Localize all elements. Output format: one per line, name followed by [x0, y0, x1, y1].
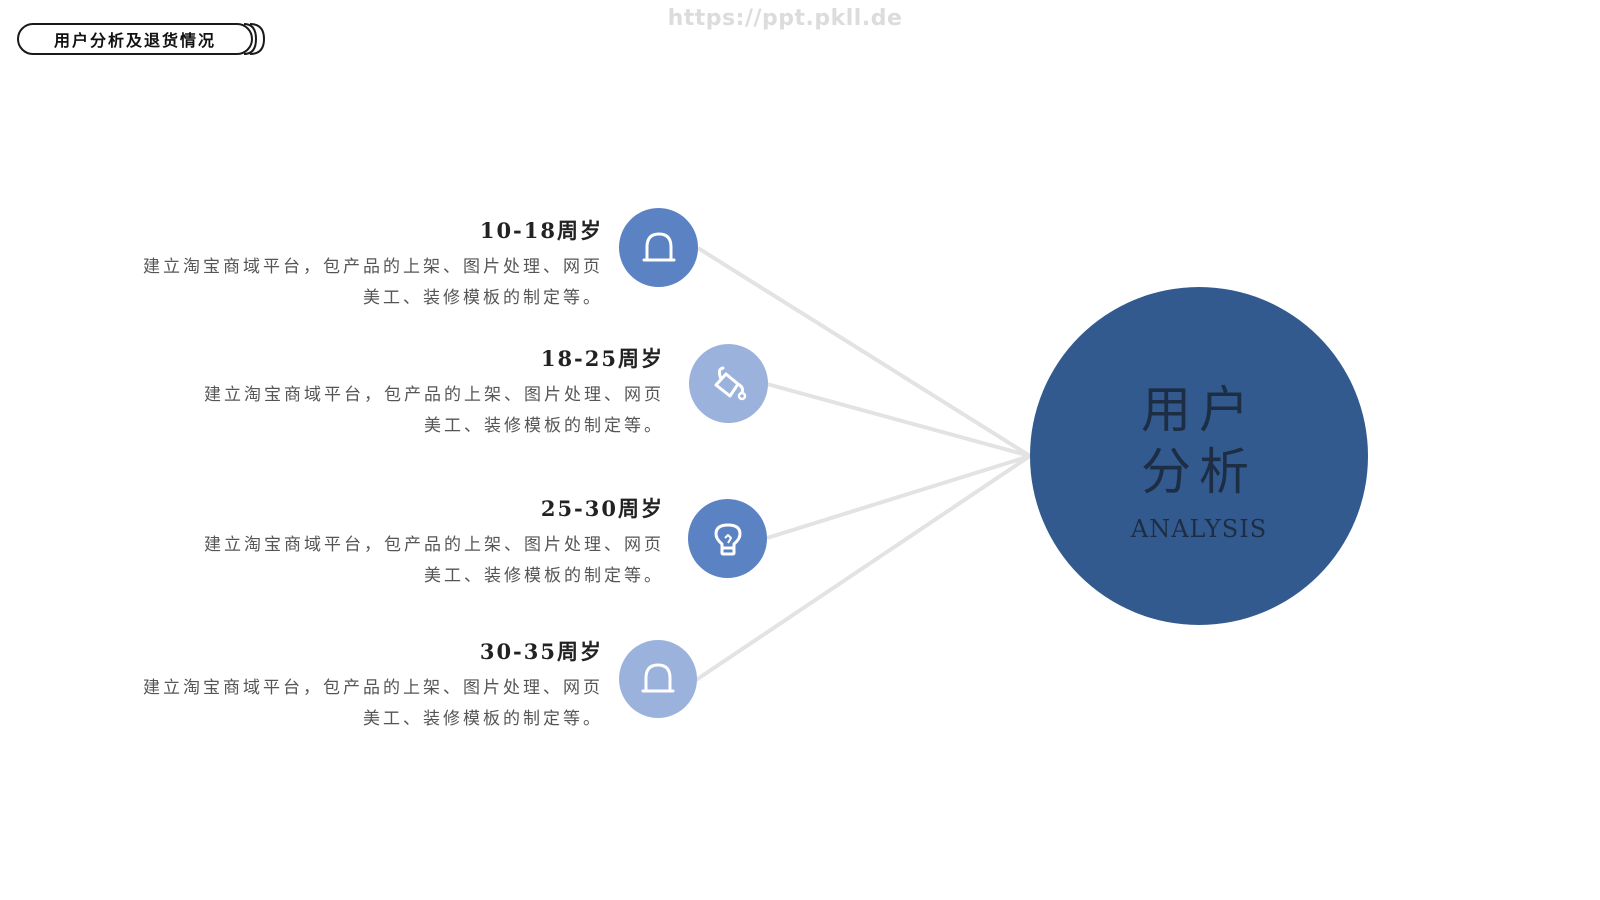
description-line: 美工、装修模板的制定等。 — [424, 566, 664, 586]
connector-line-1 — [696, 246, 1032, 458]
age-group-title: 30-35周岁 — [479, 639, 603, 664]
age-group-title: 25-30周岁 — [540, 496, 664, 521]
lightbulb-icon — [714, 523, 741, 555]
watermark-url: https://ppt.pkll.de — [667, 6, 903, 31]
age-group-icon-circle-3 — [688, 499, 767, 578]
age-group-icon-circle-4 — [619, 640, 697, 718]
description-line: 美工、装修模板的制定等。 — [363, 709, 603, 729]
connector-line-4 — [694, 454, 1032, 682]
hub-subtitle: ANALYSIS — [1130, 515, 1268, 543]
description-line: 美工、装修模板的制定等。 — [363, 288, 603, 308]
age-group-title: 10-18周岁 — [479, 218, 603, 243]
description-line: 建立淘宝商域平台，包产品的上架、图片处理、网页 — [204, 385, 664, 405]
age-group-item-3: 25-30周岁 建立淘宝商域平台，包产品的上架、图片处理、网页 美工、装修模板的… — [204, 494, 664, 592]
bell-icon — [642, 232, 675, 261]
bell-icon — [641, 663, 675, 693]
title-pill-tail-decoration — [243, 23, 266, 55]
age-group-description: 建立淘宝商域平台，包产品的上架、图片处理、网页 美工、装修模板的制定等。 — [143, 673, 603, 735]
age-group-title: 18-25周岁 — [540, 346, 664, 371]
analysis-hub-circle: 用户分析 ANALYSIS — [1030, 287, 1368, 625]
description-line: 建立淘宝商域平台，包产品的上架、图片处理、网页 — [143, 678, 603, 698]
description-line: 建立淘宝商域平台，包产品的上架、图片处理、网页 — [143, 257, 603, 277]
age-group-description: 建立淘宝商域平台，包产品的上架、图片处理、网页 美工、装修模板的制定等。 — [143, 252, 603, 314]
age-group-item-1: 10-18周岁 建立淘宝商域平台，包产品的上架、图片处理、网页 美工、装修模板的… — [143, 216, 603, 314]
age-group-item-4: 30-35周岁 建立淘宝商域平台，包产品的上架、图片处理、网页 美工、装修模板的… — [143, 637, 603, 735]
description-line: 美工、装修模板的制定等。 — [424, 416, 664, 436]
connector-line-3 — [766, 454, 1031, 540]
section-title-pill: 用户分析及退货情况 — [17, 23, 253, 55]
age-group-item-2: 18-25周岁 建立淘宝商域平台，包产品的上架、图片处理、网页 美工、装修模板的… — [204, 344, 664, 442]
age-group-icon-circle-1 — [619, 208, 698, 287]
section-title: 用户分析及退货情况 — [53, 31, 216, 50]
paint-bucket-icon — [714, 366, 746, 400]
age-group-description: 建立淘宝商域平台，包产品的上架、图片处理、网页 美工、装修模板的制定等。 — [204, 530, 664, 592]
description-line: 建立淘宝商域平台，包产品的上架、图片处理、网页 — [204, 535, 664, 555]
connector-line-2 — [766, 382, 1031, 458]
age-group-description: 建立淘宝商域平台，包产品的上架、图片处理、网页 美工、装修模板的制定等。 — [204, 380, 664, 442]
hub-title: 用户分析 — [1141, 381, 1257, 501]
age-group-icon-circle-2 — [689, 344, 768, 423]
